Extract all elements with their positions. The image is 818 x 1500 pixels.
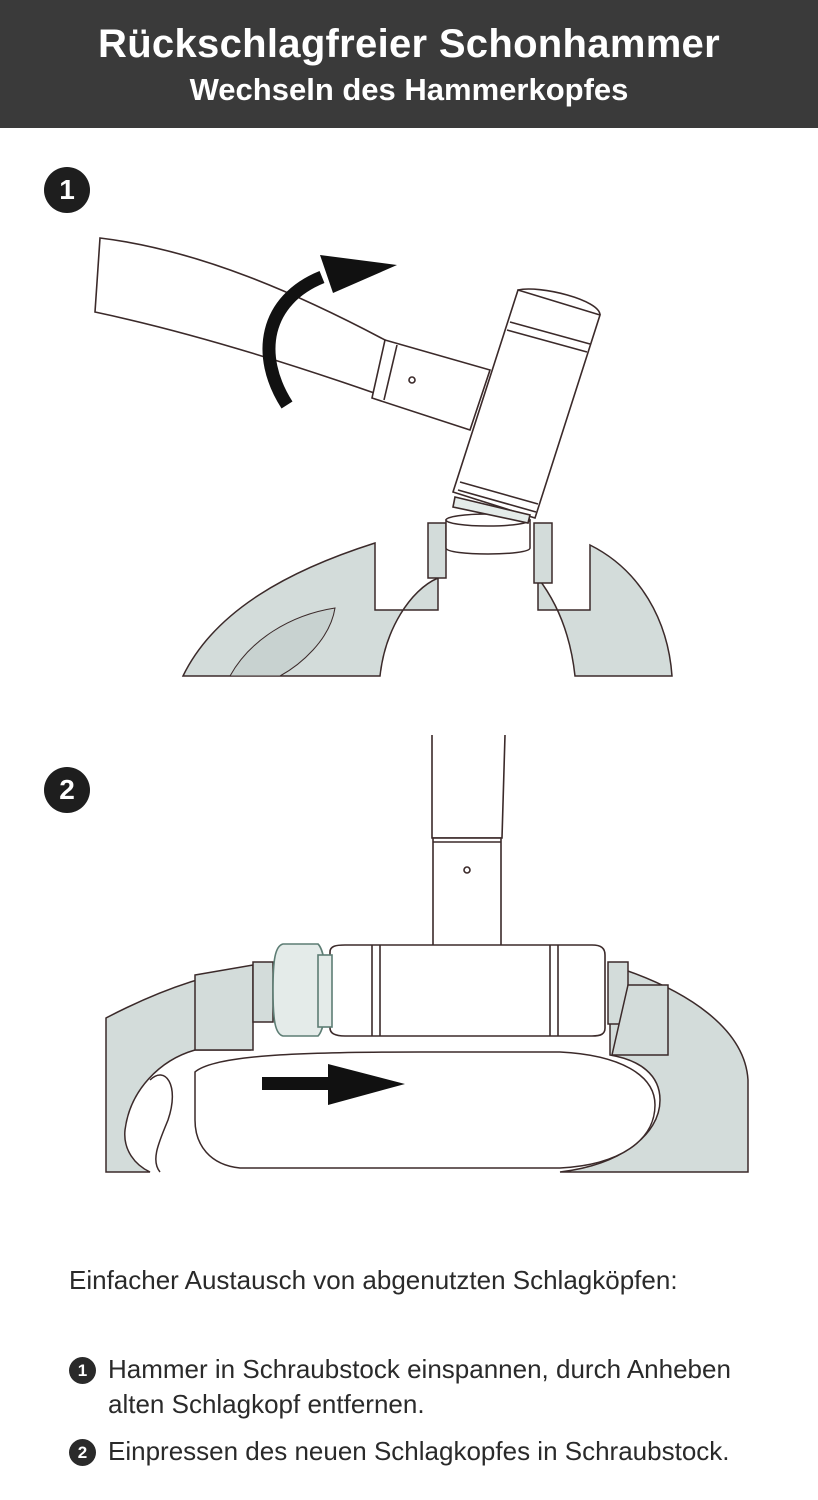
vise-icon xyxy=(181,513,673,677)
page-header: Rückschlagfreier Schonhammer Wechseln de… xyxy=(0,0,818,128)
step-number-badge: 2 xyxy=(69,1439,96,1466)
step-1-badge: 1 xyxy=(44,167,90,213)
page-title: Rückschlagfreier Schonhammer xyxy=(98,22,720,66)
step-1-illustration xyxy=(94,237,673,677)
rotate-arrow-icon xyxy=(262,255,397,409)
page-subtitle: Wechseln des Hammerkopfes xyxy=(189,72,629,107)
step-2-illustration xyxy=(105,734,749,1173)
hammer-icon xyxy=(94,237,602,524)
step-number-badge: 1 xyxy=(69,1357,96,1384)
push-arrow-icon xyxy=(262,1064,405,1105)
hammer-icon xyxy=(272,734,606,1037)
instruction-text: Hammer in Schraubstock einspannen, durch… xyxy=(108,1354,731,1419)
instructions-intro: Einfacher Austausch von abgenutzten Schl… xyxy=(69,1265,678,1295)
step-2-badge: 2 xyxy=(44,767,90,813)
instruction-text: Einpressen des neuen Schlagkopfes in Sch… xyxy=(108,1436,730,1466)
